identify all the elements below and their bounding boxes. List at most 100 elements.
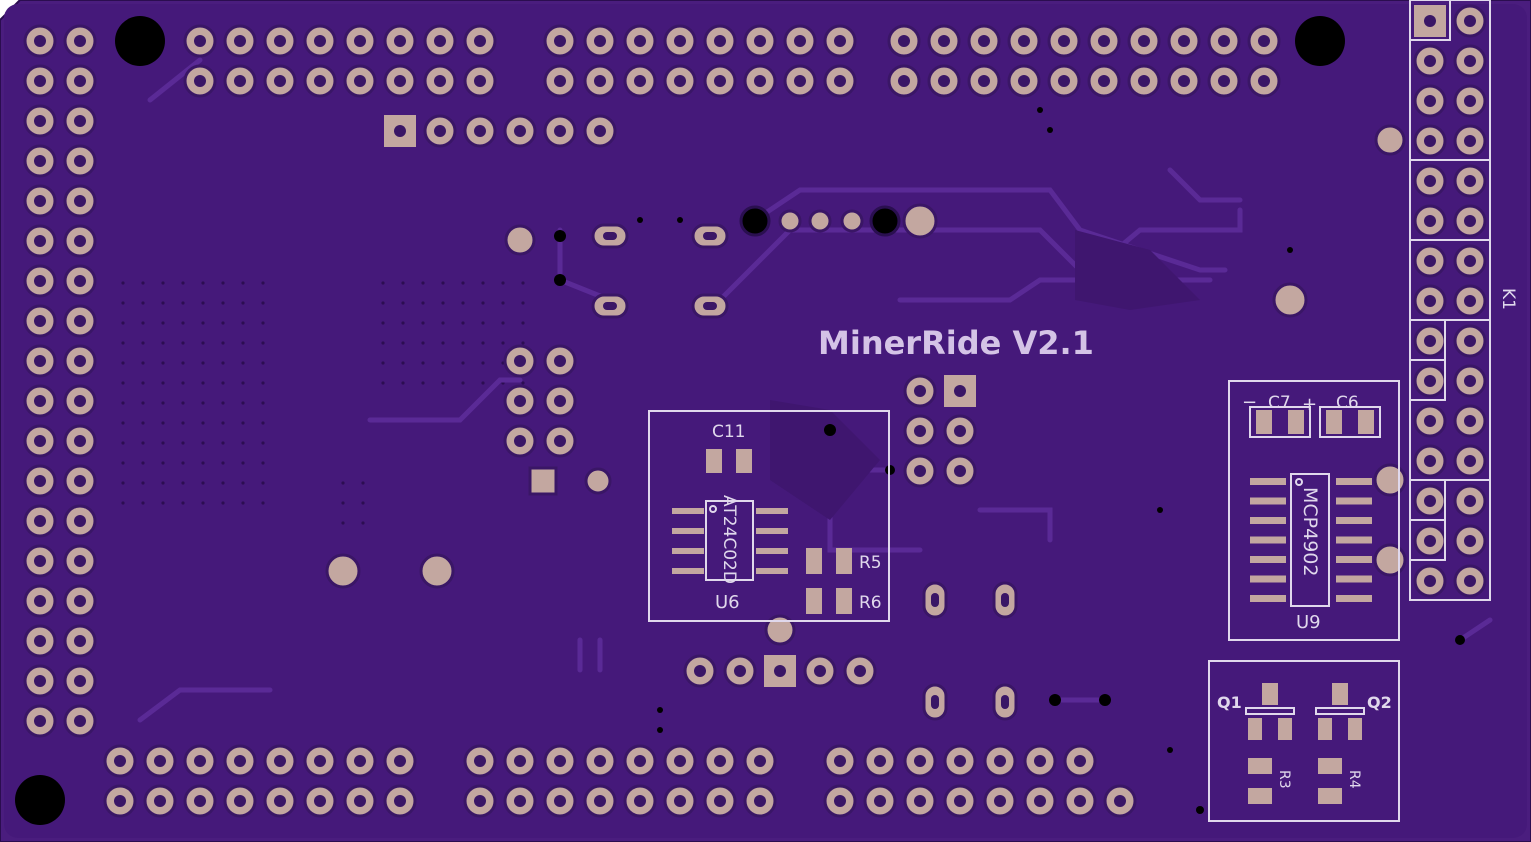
pad-hole bbox=[1464, 495, 1476, 507]
pad-hole bbox=[74, 715, 86, 727]
pad-hole bbox=[1464, 135, 1476, 147]
pad-hole bbox=[1424, 175, 1436, 187]
pad-hole bbox=[1464, 535, 1476, 547]
pad-hole bbox=[1424, 295, 1436, 307]
pad-hole bbox=[1424, 375, 1436, 387]
pad-hole bbox=[34, 675, 46, 687]
pad-hole bbox=[1034, 795, 1046, 807]
c7-plus: + bbox=[1302, 394, 1317, 415]
pad-hole bbox=[874, 795, 886, 807]
pad-hole bbox=[394, 35, 406, 47]
header-pins bbox=[23, 4, 1487, 818]
pad-hole bbox=[514, 435, 526, 447]
pad-hole bbox=[874, 755, 886, 767]
u6-part-label: AT24C02D bbox=[719, 495, 739, 584]
pad-hole bbox=[354, 795, 366, 807]
pad-hole bbox=[74, 155, 86, 167]
pad-hole bbox=[914, 385, 926, 397]
k1-label: K1 bbox=[1498, 288, 1518, 310]
pad-hole bbox=[354, 35, 366, 47]
pad-hole bbox=[554, 395, 566, 407]
pad-hole bbox=[34, 435, 46, 447]
pad-hole bbox=[474, 35, 486, 47]
pad-hole bbox=[1218, 75, 1230, 87]
ic-pad bbox=[1250, 595, 1286, 602]
pad-hole bbox=[34, 475, 46, 487]
pad-hole bbox=[1464, 335, 1476, 347]
pad-hole bbox=[938, 35, 950, 47]
board-title: MinerRide V2.1 bbox=[818, 324, 1094, 362]
pad-hole bbox=[74, 595, 86, 607]
ic-pad bbox=[1250, 497, 1286, 505]
ic-pad bbox=[1250, 575, 1286, 583]
pad-hole bbox=[954, 425, 966, 437]
pad-hole bbox=[834, 795, 846, 807]
pad-hole bbox=[834, 755, 846, 767]
pad-hole bbox=[514, 355, 526, 367]
pad-hole bbox=[1074, 795, 1086, 807]
pad-hole bbox=[514, 795, 526, 807]
pad-hole bbox=[34, 195, 46, 207]
pad-hole bbox=[514, 755, 526, 767]
pad-hole bbox=[554, 125, 566, 137]
pad-hole bbox=[854, 665, 866, 677]
pad-hole bbox=[754, 75, 766, 87]
pad-hole bbox=[314, 755, 326, 767]
pad-hole bbox=[994, 755, 1006, 767]
pad-hole bbox=[74, 195, 86, 207]
pad-hole bbox=[74, 355, 86, 367]
pad-hole bbox=[634, 755, 646, 767]
pad-hole bbox=[1464, 55, 1476, 67]
pad-hole bbox=[74, 475, 86, 487]
pad-hole bbox=[1424, 95, 1436, 107]
u6-module: C11 AT24C02D U6 R5 R6 bbox=[648, 410, 890, 622]
pad-hole bbox=[1258, 35, 1270, 47]
pad-hole bbox=[394, 755, 406, 767]
pad-hole bbox=[314, 795, 326, 807]
pad-hole bbox=[474, 795, 486, 807]
pad-hole bbox=[554, 35, 566, 47]
pad-hole bbox=[754, 755, 766, 767]
pad-hole bbox=[634, 795, 646, 807]
pad-hole bbox=[554, 795, 566, 807]
pad-hole bbox=[194, 755, 206, 767]
pad-hole bbox=[554, 435, 566, 447]
pad-hole bbox=[794, 75, 806, 87]
pad-hole bbox=[394, 75, 406, 87]
pad-hole bbox=[594, 75, 606, 87]
pad-hole bbox=[434, 35, 446, 47]
pad-hole bbox=[594, 125, 606, 137]
via-field bbox=[325, 465, 375, 530]
pad-hole bbox=[274, 75, 286, 87]
pad-hole bbox=[74, 435, 86, 447]
pad-hole bbox=[1098, 35, 1110, 47]
pad-hole bbox=[898, 75, 910, 87]
pad-hole bbox=[814, 665, 826, 677]
pad-hole bbox=[394, 795, 406, 807]
q1-label: Q1 bbox=[1217, 693, 1242, 712]
pad-hole bbox=[1464, 255, 1476, 267]
pad-hole bbox=[794, 35, 806, 47]
pad-hole bbox=[34, 315, 46, 327]
pad-hole bbox=[234, 35, 246, 47]
q-module: Q1 Q2 R3 R4 bbox=[1208, 660, 1400, 822]
pad-hole bbox=[354, 755, 366, 767]
pad-hole bbox=[634, 75, 646, 87]
ic-pad bbox=[1250, 517, 1286, 524]
pad-hole bbox=[1424, 415, 1436, 427]
pad-hole bbox=[1424, 135, 1436, 147]
pad-hole bbox=[594, 795, 606, 807]
via-field bbox=[115, 265, 265, 515]
pad-hole bbox=[114, 795, 126, 807]
ic-pad bbox=[1336, 595, 1372, 602]
u9-part-label: MCP4902 bbox=[1299, 487, 1321, 576]
pad-hole bbox=[234, 795, 246, 807]
pad-hole bbox=[674, 755, 686, 767]
pad-hole bbox=[938, 75, 950, 87]
pad-hole bbox=[1424, 495, 1436, 507]
r6-label: R6 bbox=[859, 593, 882, 613]
pad-hole bbox=[74, 635, 86, 647]
pad-hole bbox=[978, 35, 990, 47]
pad-hole bbox=[514, 125, 526, 137]
pad-hole bbox=[914, 465, 926, 477]
